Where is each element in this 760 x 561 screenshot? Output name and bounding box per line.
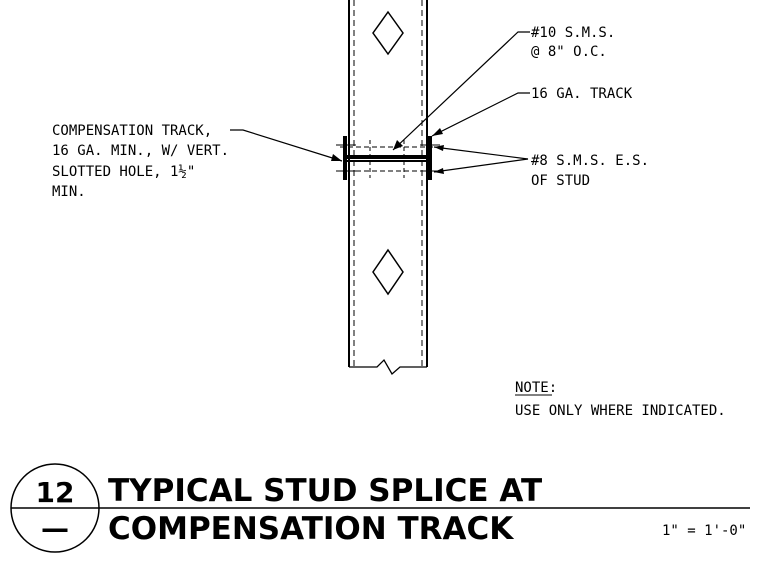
callout-compensation-line4: MIN. [52,184,86,200]
note-heading: NOTE: [515,380,557,396]
drawing-scale: 1" = 1'-0" [662,523,746,539]
callout-sms8-line2: OF STUD [531,173,590,189]
leader-arrowheads [331,128,444,174]
sheet-reference: — [41,512,69,545]
detail-title-line1: TYPICAL STUD SPLICE AT [108,473,542,509]
stud-knockout-upper [372,10,404,56]
callout-16ga-track: 16 GA. TRACK [531,86,633,102]
leader-lines [230,31,530,173]
callout-sms10-line2: @ 8" O.C. [531,44,607,60]
callout-compensation-line1: COMPENSATION TRACK, [52,123,212,139]
stud [348,0,428,367]
detail-number: 12 [36,476,75,509]
callout-sms10-line1: #10 S.M.S. [531,25,615,41]
note-text: USE ONLY WHERE INDICATED. [515,403,726,419]
stud-knockout-lower [372,248,404,296]
break-line [349,358,427,376]
compensation-track-splice [336,136,440,180]
callout-compensation-line2: 16 GA. MIN., W/ VERT. [52,143,229,159]
detail-title-line2: COMPENSATION TRACK [108,511,514,547]
callout-compensation-line3: SLOTTED HOLE, 1½" [52,164,195,180]
callout-sms8-line1: #8 S.M.S. E.S. [531,153,649,169]
